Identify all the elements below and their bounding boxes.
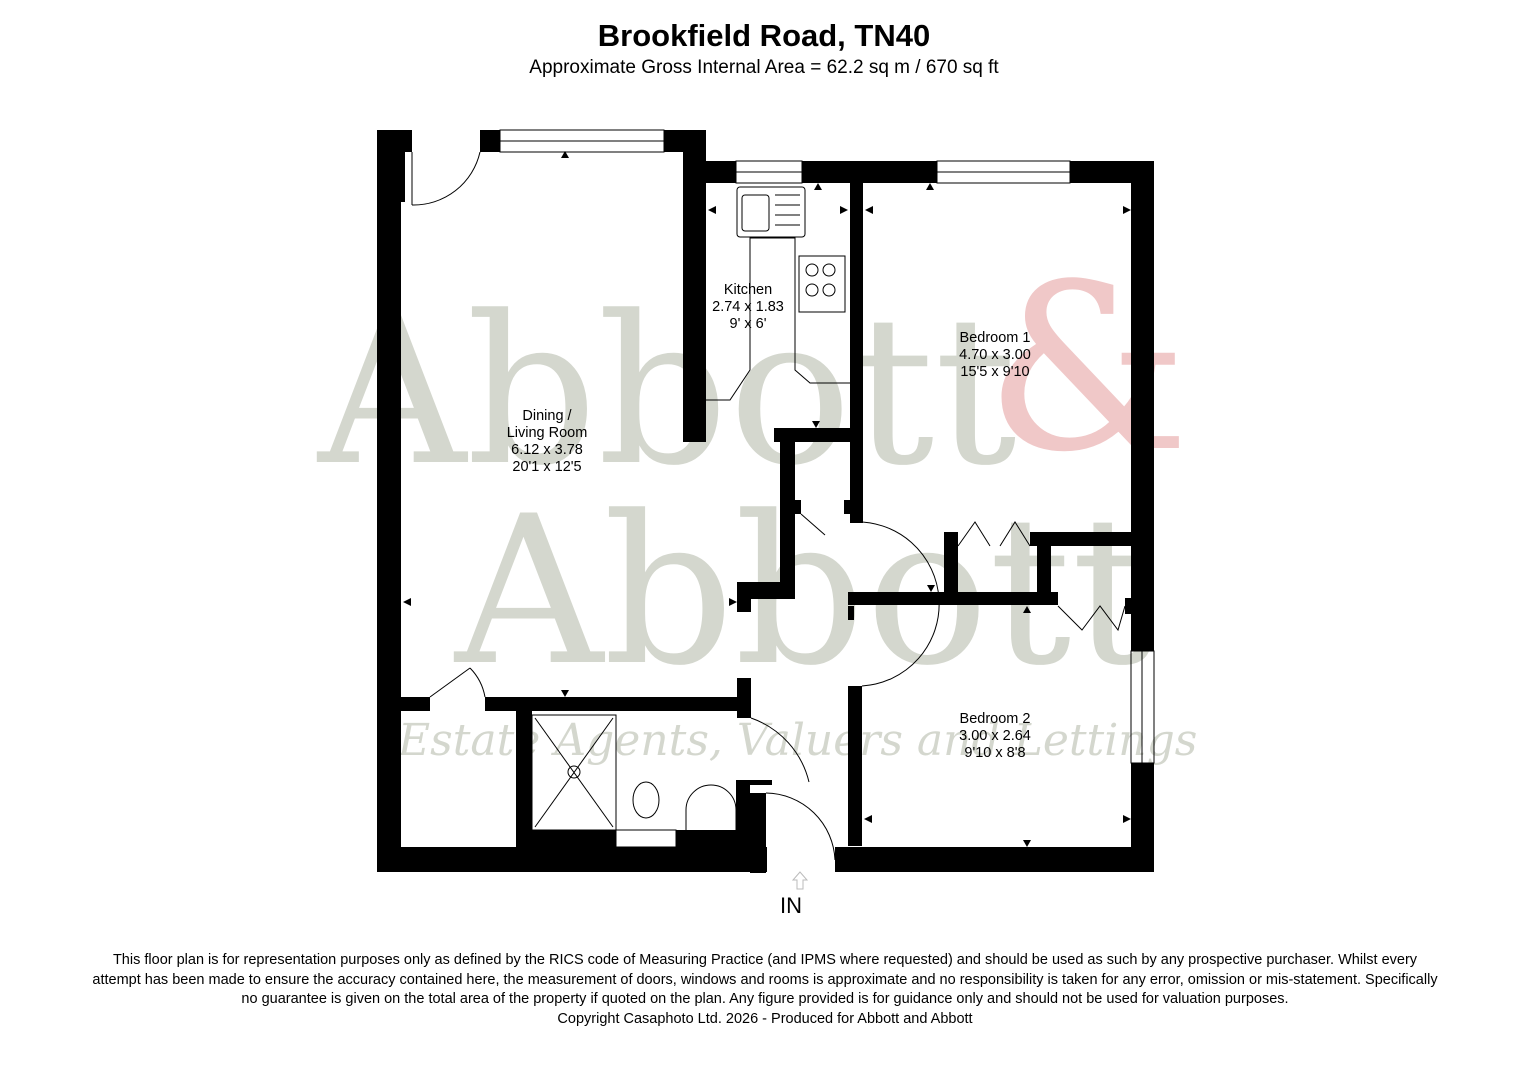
plan-title: Brookfield Road, TN40: [597, 18, 931, 53]
room-name-1: Dining /: [522, 408, 572, 424]
room-name: Bedroom 2: [959, 711, 1031, 727]
room-name-2: Living Room: [506, 425, 588, 441]
footer: This floor plan is for representation pu…: [90, 951, 1440, 1029]
entrance-label: IN: [780, 893, 802, 918]
room-metric: 3.00 x 2.64: [959, 728, 1031, 744]
room-imperial: 20'1 x 12'5: [512, 459, 582, 475]
room-imperial: 15'5 x 9'10: [960, 364, 1030, 380]
room-metric: 2.74 x 1.83: [712, 299, 784, 315]
room-name: Kitchen: [723, 282, 773, 298]
measure-arrows: [403, 151, 1131, 847]
watermark-abbott-1: Abbott: [318, 273, 1017, 511]
fixtures: [411, 129, 1155, 861]
room-name: Bedroom 1: [959, 330, 1031, 346]
copyright-text: Copyright Casaphoto Ltd. 2026 - Produced…: [557, 1010, 973, 1027]
gross-area-subtitle: Approximate Gross Internal Area = 62.2 s…: [529, 57, 999, 78]
walls: [377, 130, 1154, 873]
entrance-arrow-icon: [791, 871, 809, 890]
watermark-ampersand: &: [985, 236, 1190, 503]
room-imperial: 9' x 6': [729, 316, 767, 332]
room-metric: 6.12 x 3.78: [511, 442, 583, 458]
room-dining-living: Dining / Living Room 6.12 x 3.78 20'1 x …: [487, 408, 607, 476]
room-bedroom-1: Bedroom 1 4.70 x 3.00 15'5 x 9'10: [935, 330, 1055, 381]
room-bedroom-2: Bedroom 2 3.00 x 2.64 9'10 x 8'8: [935, 711, 1055, 762]
room-kitchen: Kitchen 2.74 x 1.83 9' x 6': [688, 282, 808, 333]
room-imperial: 9'10 x 8'8: [964, 745, 1026, 761]
room-metric: 4.70 x 3.00: [959, 347, 1031, 363]
disclaimer-text: This floor plan is for representation pu…: [92, 952, 1438, 1008]
